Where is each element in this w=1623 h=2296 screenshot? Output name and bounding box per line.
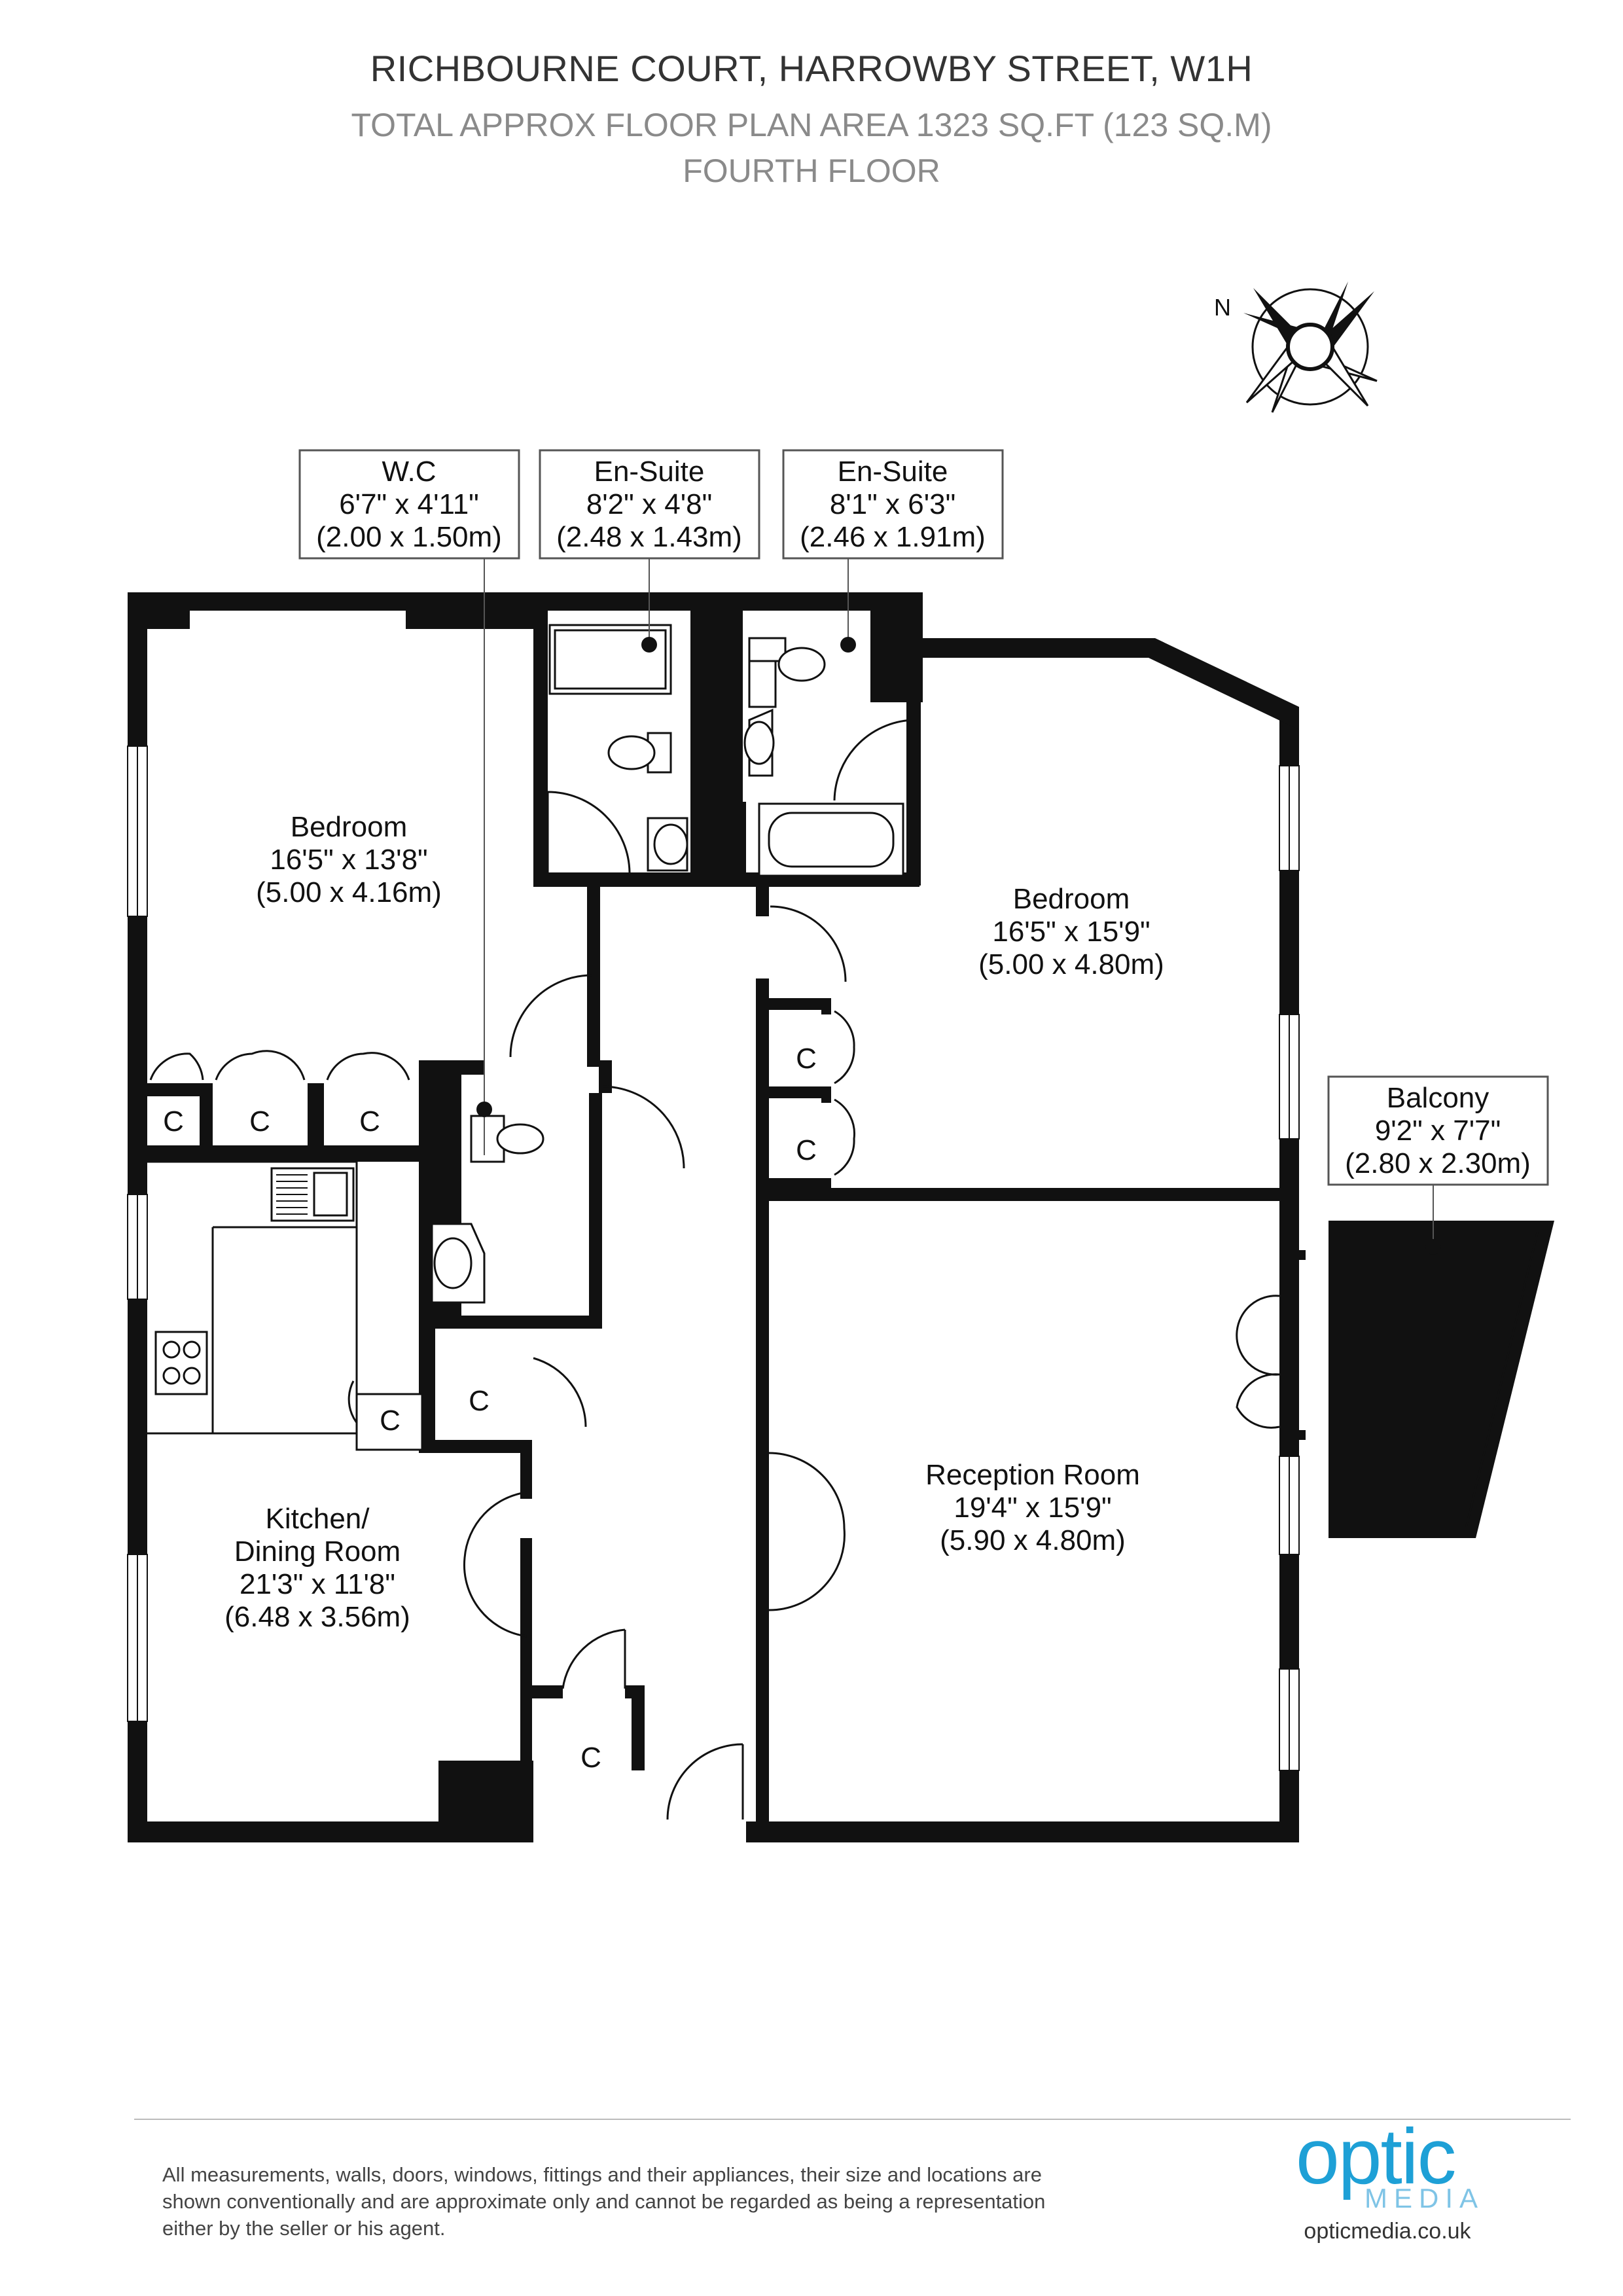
ensuite1-name: En-Suite <box>594 456 705 488</box>
ensuite1-imperial: 8'2" x 4'8" <box>586 488 712 520</box>
disclaimer: All measurements, walls, doors, windows,… <box>162 2161 1183 2242</box>
bedroom1-imperial: 16'5" x 13'8" <box>270 844 427 876</box>
reception-imperial: 19'4" x 15'9" <box>954 1492 1111 1524</box>
bedroom2-metric: (5.00 x 4.80m) <box>978 948 1164 980</box>
disclaimer-line: shown conventionally and are approximate… <box>162 2190 1046 2213</box>
property-address: RICHBOURNE COURT, HARROWBY STREET, W1H <box>370 48 1253 89</box>
ensuite2-name: En-Suite <box>838 456 948 488</box>
wc-imperial: 6'7" x 4'11" <box>339 488 479 520</box>
balcony-name: Balcony <box>1387 1082 1489 1114</box>
balcony-metric: (2.80 x 2.30m) <box>1345 1147 1531 1179</box>
kitchen-metric: (6.48 x 3.56m) <box>224 1601 410 1633</box>
bedroom1-name: Bedroom <box>291 811 408 843</box>
balcony-area <box>1329 1221 1554 1538</box>
cupboard-label: C <box>796 1043 817 1075</box>
cupboard-label: C <box>163 1105 184 1138</box>
kitchen-imperial: 21'3" x 11'8" <box>240 1568 395 1600</box>
footer-divider <box>134 2119 1571 2120</box>
ensuite2-imperial: 8'1" x 6'3" <box>830 488 955 520</box>
ensuite1-metric: (2.48 x 1.43m) <box>556 521 742 553</box>
logo-sub-text: MEDIA <box>1364 2183 1485 2214</box>
disclaimer-line: either by the seller or his agent. <box>162 2217 446 2240</box>
compass-north-label: N <box>1214 294 1231 321</box>
cupboard-label: C <box>249 1105 270 1138</box>
cupboard-label: C <box>359 1105 380 1138</box>
bedroom2-imperial: 16'5" x 15'9" <box>992 916 1150 948</box>
sink-drainer <box>276 1174 308 1215</box>
compass-icon <box>1243 281 1378 413</box>
bedroom1-metric: (5.00 x 4.16m) <box>256 876 442 908</box>
kitchen-name-line1: Kitchen/ <box>266 1503 370 1535</box>
doors <box>149 719 1280 1820</box>
callout-dots <box>476 637 1441 1255</box>
wc-metric: (2.00 x 1.50m) <box>316 521 502 553</box>
callout-boxes <box>298 449 1549 1186</box>
reception-name: Reception Room <box>925 1459 1140 1491</box>
ensuite2-metric: (2.46 x 1.91m) <box>800 521 986 553</box>
optic-media-logo: optic MEDIA <box>1296 2114 1492 2225</box>
website-url: opticmedia.co.uk <box>1304 2219 1471 2244</box>
cupboard-label: C <box>580 1742 601 1774</box>
cupboard-label: C <box>469 1385 490 1417</box>
disclaimer-line: All measurements, walls, doors, windows,… <box>162 2163 1042 2186</box>
callout-leaders <box>484 558 1434 1247</box>
reception-metric: (5.90 x 4.80m) <box>940 1524 1126 1556</box>
wc-name: W.C <box>382 456 436 488</box>
floor-name: FOURTH FLOOR <box>683 152 940 189</box>
cupboard-label: C <box>796 1134 817 1166</box>
windows <box>127 592 1300 1771</box>
bedroom2-name: Bedroom <box>1013 883 1130 915</box>
total-area: TOTAL APPROX FLOOR PLAN AREA 1323 SQ.FT … <box>351 107 1272 143</box>
balcony-imperial: 9'2" x 7'7" <box>1375 1115 1501 1147</box>
fixtures <box>147 624 904 1451</box>
cupboard-label: C <box>380 1405 401 1437</box>
kitchen-name-line2: Dining Room <box>234 1535 401 1568</box>
logo-main-text: optic <box>1296 2113 1456 2200</box>
